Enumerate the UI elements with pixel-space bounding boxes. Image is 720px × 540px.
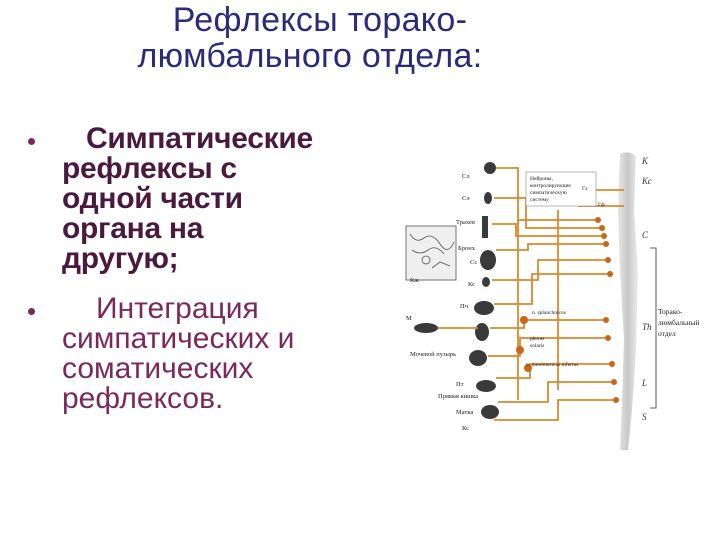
organ-label: Матка — [456, 409, 473, 416]
center-label: solaris — [530, 343, 544, 349]
slide-title-line-2: люмбального отдела: — [137, 37, 483, 75]
center-label: систему — [530, 197, 549, 203]
organ-label: Бронх — [458, 245, 476, 252]
bullet-list: Симпатические рефлексы с одной части орг… — [28, 124, 408, 414]
neuron-box — [525, 171, 597, 207]
organ-label: Мочевой пузырь — [410, 351, 456, 358]
organ-label: Кс — [462, 425, 469, 432]
segment-label: Th — [642, 322, 652, 332]
bullet-line: Симпатические — [86, 122, 313, 155]
center-label: контролирующие — [530, 183, 571, 189]
organ-label: Кж — [410, 277, 419, 284]
anatomical-sketch — [405, 225, 457, 281]
center-label: n. splanchnicus — [532, 310, 566, 316]
organ-label: Кс — [468, 281, 475, 288]
bullet-item: Симпатические рефлексы с одной части орг… — [28, 124, 408, 274]
bullet-line: соматических — [62, 352, 254, 385]
bullet-line: органа на — [62, 212, 204, 245]
region-label: люмбальный — [658, 318, 699, 327]
bullet-line: симпатических и — [62, 322, 295, 355]
segment-label: К — [641, 156, 649, 166]
organ-label: Сл — [462, 173, 470, 180]
segment-label: L — [641, 378, 647, 388]
region-label: Торако- — [658, 307, 683, 316]
slide-title-line-1: Рефлексы торако- — [172, 1, 468, 39]
organ-label: Пт — [456, 381, 464, 388]
bullet-line: Интеграция — [96, 292, 259, 325]
bullet-item: Интеграция симпатических и соматических … — [28, 294, 408, 414]
bullet-dot-icon — [28, 138, 35, 145]
bullet-dot-icon — [28, 308, 35, 315]
center-label: симпатическую — [530, 190, 567, 196]
organ-label: Сл — [462, 195, 470, 202]
slide-title: Рефлексы торако- люмбального отдела: — [0, 2, 620, 74]
organ-label: Прямая кишка — [438, 393, 478, 400]
segment-label: C — [642, 230, 649, 240]
bullet-line: одной части — [62, 182, 243, 215]
center-label: plexus — [530, 336, 544, 342]
nerve-paths — [438, 167, 624, 421]
organ-label: Трахея — [456, 219, 475, 226]
spinal-column — [618, 152, 638, 450]
organ-label: Пч — [460, 303, 469, 310]
center-label: n. mesentericus inferius — [526, 361, 578, 368]
segment-label: Кс — [641, 176, 652, 186]
region-bracket — [650, 247, 657, 409]
bullet-line: другую; — [62, 242, 179, 275]
center-label: Гф — [598, 201, 605, 208]
region-label: отдел — [658, 329, 676, 338]
bullet-line: рефлексов. — [62, 382, 224, 415]
ganglion-dots — [516, 217, 619, 403]
organ-label: М — [406, 315, 412, 322]
organ-label: Сс — [470, 259, 477, 266]
organ-icons — [414, 162, 499, 419]
segment-label: S — [642, 412, 647, 422]
center-label: Нейроны, — [530, 175, 553, 182]
sympathetic-reflex-diagram: Сл Сл Трахея Бронх Сс Кс Пч М Мочевой пу… — [405, 152, 699, 450]
bullet-line: рефлексы с — [62, 152, 237, 185]
center-label: Гл — [582, 186, 588, 192]
